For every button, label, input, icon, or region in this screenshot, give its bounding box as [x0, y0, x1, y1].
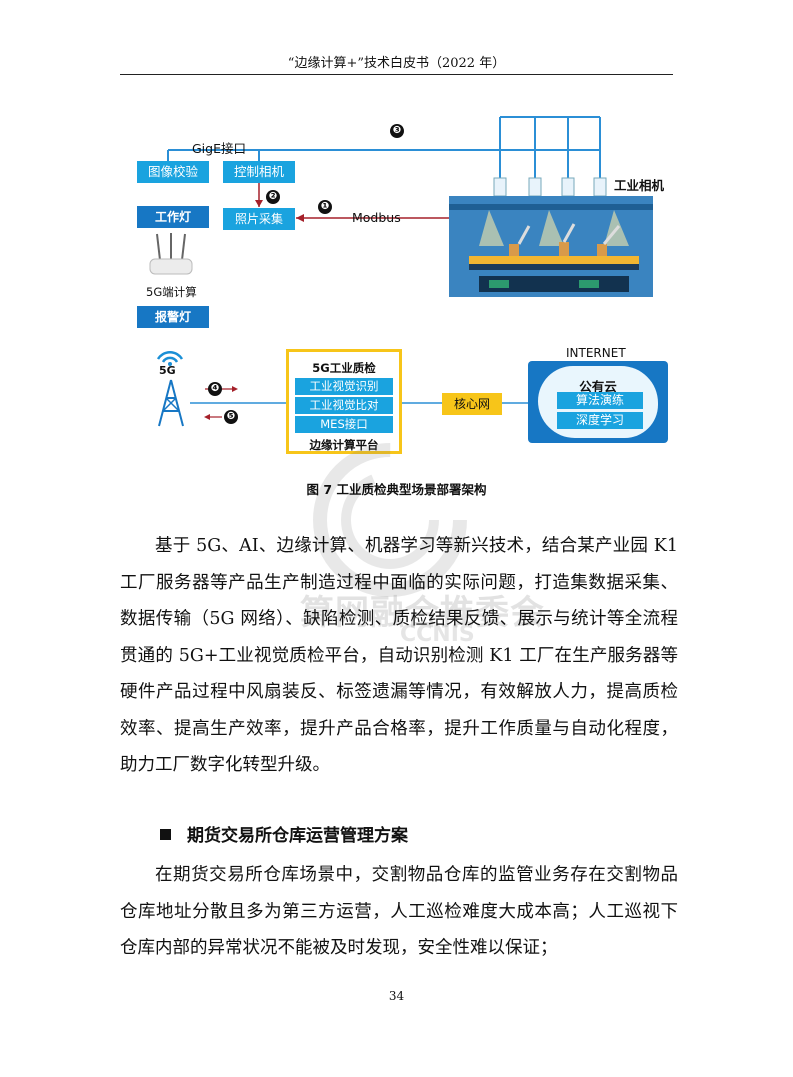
- watermark-text: 算网融合推委会: [300, 593, 545, 633]
- paragraph: 基于 5G、AI、边缘计算、机器学习等新兴技术，结合某产业园 K1 工厂服务器等…: [120, 536, 678, 775]
- paragraph: 在期货交易所仓库场景中，交割物品仓库的监管业务存在交割物品仓库地址分散且多为第三…: [120, 865, 678, 958]
- platform-item: 工业视觉识别: [295, 378, 393, 395]
- step-2-badge: ❷: [266, 190, 280, 204]
- square-bullet-icon: [160, 829, 171, 840]
- platform-item: MES接口: [295, 416, 393, 433]
- header-rule: [120, 74, 673, 75]
- cloud-item: 深度学习: [557, 412, 643, 429]
- edge-platform-box: 5G工业质检 工业视觉识别 工业视觉比对 MES接口 边缘计算平台: [286, 349, 402, 454]
- alarm-light-box: 报警灯: [137, 306, 209, 328]
- architecture-diagram: GigE接口 ❸ 图像校验 控制相机 ❷ 照片采集 ❶ Modbus 工作灯 5…: [0, 0, 793, 470]
- platform-item: 工业视觉比对: [295, 397, 393, 414]
- 5g-label: 5G: [159, 364, 176, 377]
- image-check-box: 图像校验: [137, 161, 209, 183]
- step-1-badge: ❶: [318, 200, 332, 214]
- platform-title: 5G工业质检: [312, 361, 376, 375]
- cloud-title: 公有云: [579, 379, 617, 394]
- step-5-badge: ❺: [224, 410, 238, 424]
- internet-label: INTERNET: [566, 346, 626, 360]
- watermark-subtext: CCNIS: [400, 622, 475, 647]
- step-3-badge: ❸: [390, 124, 404, 138]
- body-text-2: 在期货交易所仓库场景中，交割物品仓库的监管业务存在交割物品仓库地址分散且多为第三…: [120, 857, 678, 967]
- section-heading: 期货交易所仓库运营管理方案: [160, 821, 408, 846]
- modbus-label: Modbus: [352, 210, 401, 225]
- body-text: 基于 5G、AI、边缘计算、机器学习等新兴技术，结合某产业园 K1 工厂服务器等…: [120, 528, 678, 784]
- diagram-connectors: [167, 116, 601, 420]
- cell-tower-icon: [158, 379, 184, 427]
- industrial-camera-label: 工业相机: [614, 178, 665, 193]
- router-icon: [149, 233, 193, 275]
- control-camera-box: 控制相机: [223, 161, 295, 183]
- work-light-box: 工作灯: [137, 206, 209, 228]
- figure-caption: 图 7 工业质检典型场景部署架构: [306, 482, 487, 497]
- page-number: 34: [388, 989, 405, 1003]
- page-header: “边缘计算+”技术白皮书（2022 年）: [287, 56, 506, 71]
- production-line-icon: [449, 196, 653, 297]
- camera-icons: [493, 177, 607, 197]
- core-network-box: 核心网: [442, 393, 502, 415]
- factory-line-illustration: [449, 196, 653, 297]
- cloud-item: 算法演练: [557, 392, 643, 409]
- gige-label: GigE接口: [192, 141, 246, 156]
- edge-5g-label: 5G端计算: [146, 285, 197, 299]
- section-title: 期货交易所仓库运营管理方案: [187, 826, 408, 846]
- 5g-signal-icon: [156, 350, 184, 366]
- step-4-badge: ❹: [208, 382, 222, 396]
- platform-footer: 边缘计算平台: [309, 438, 379, 452]
- photo-capture-box: 照片采集: [223, 208, 295, 230]
